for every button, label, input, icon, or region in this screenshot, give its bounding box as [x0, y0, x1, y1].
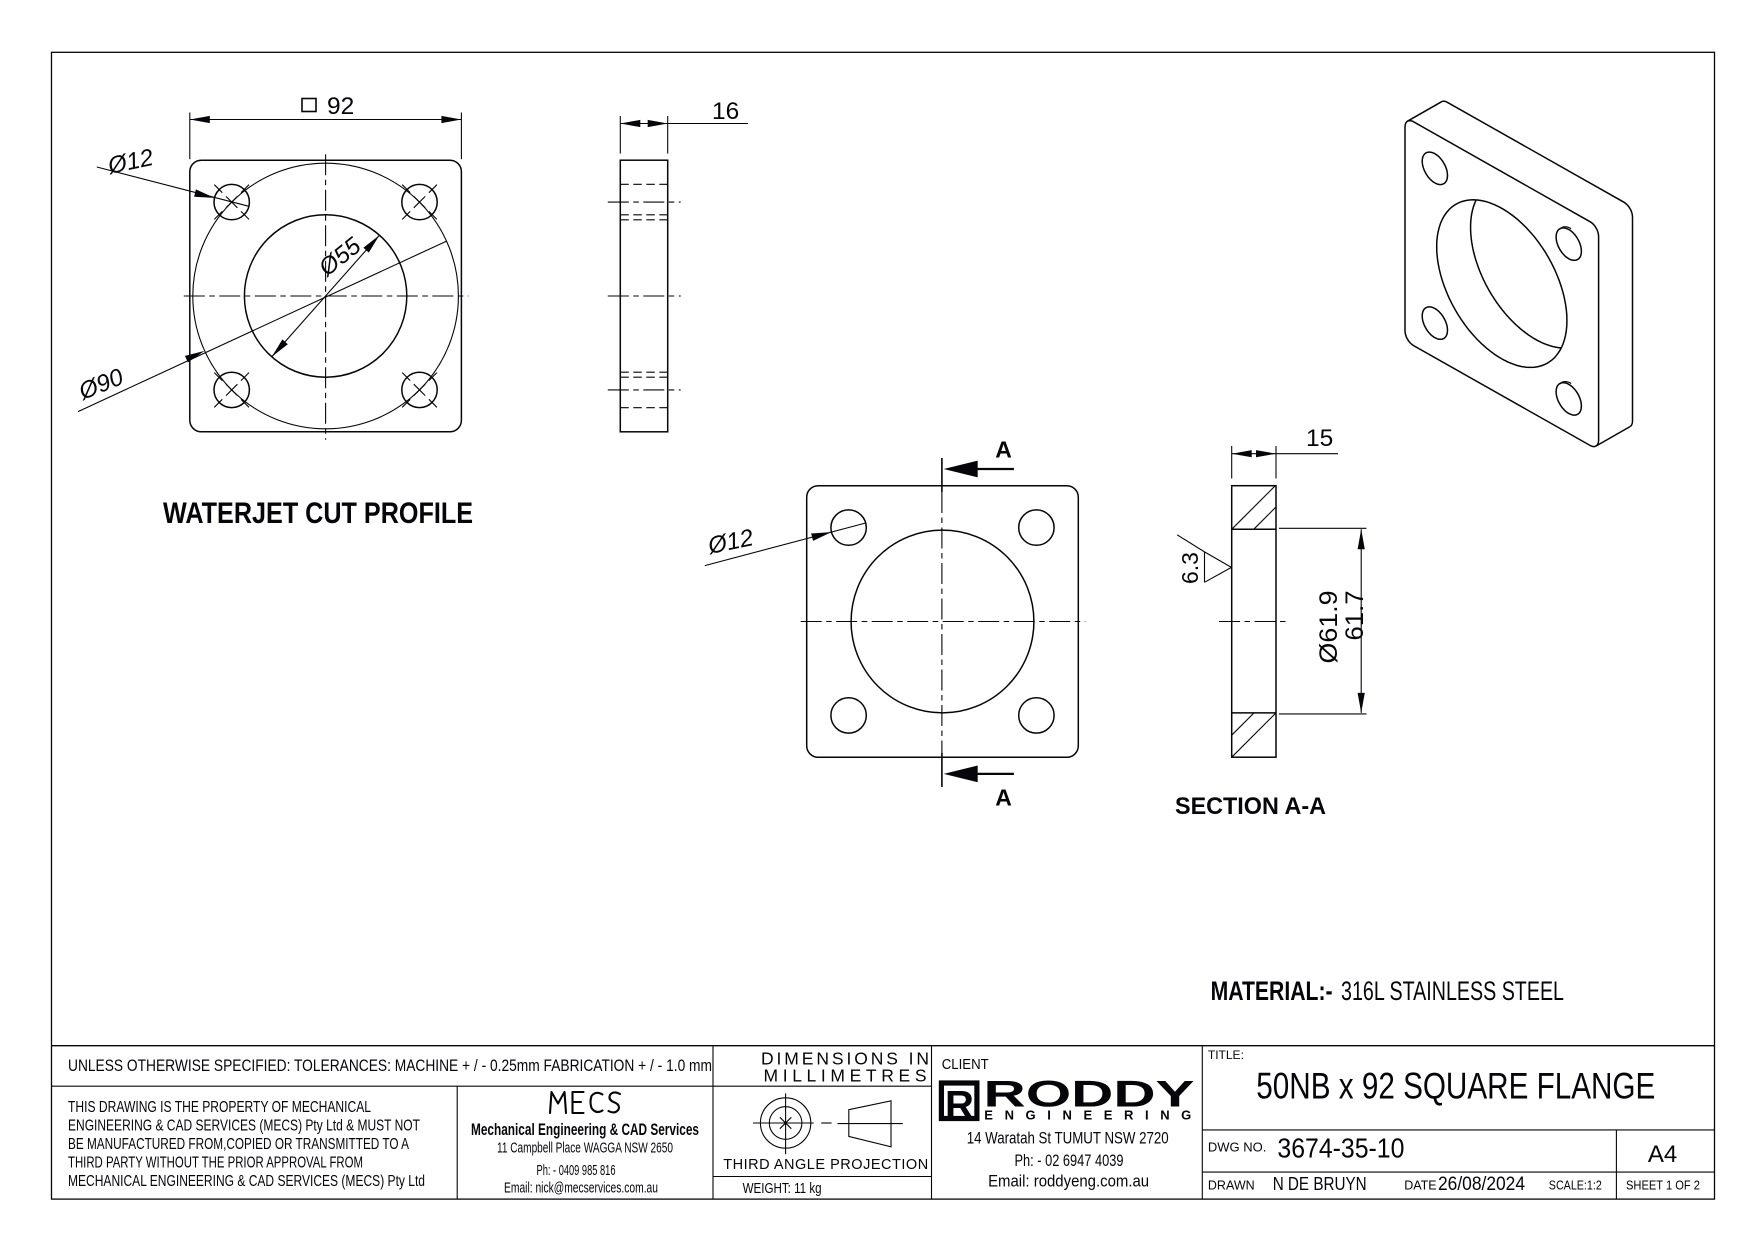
- svg-text:THIS DRAWING IS THE PROPERTY O: THIS DRAWING IS THE PROPERTY OF MECHANIC…: [68, 1099, 371, 1116]
- svg-text:WATERJET CUT PROFILE: WATERJET CUT PROFILE: [163, 497, 473, 530]
- svg-text:3674-35-10: 3674-35-10: [1277, 1132, 1404, 1163]
- svg-text:Ph: - 02 6947 4039: Ph: - 02 6947 4039: [1015, 1151, 1124, 1170]
- svg-text:15: 15: [1306, 425, 1333, 452]
- svg-text:MATERIAL:-: MATERIAL:-: [1211, 976, 1333, 1006]
- svg-text:MECHANICAL ENGINEERING & CAD S: MECHANICAL ENGINEERING & CAD SERVICES (M…: [68, 1173, 425, 1190]
- svg-text:16: 16: [712, 98, 739, 125]
- svg-text:DWG NO.: DWG NO.: [1208, 1140, 1267, 1155]
- svg-text:N DE BRUYN: N DE BRUYN: [1273, 1173, 1367, 1194]
- svg-text:Ø90: Ø90: [74, 363, 128, 406]
- svg-text:61.7: 61.7: [1341, 591, 1369, 641]
- svg-text:14 Waratah St TUMUT NSW 2720: 14 Waratah St TUMUT NSW 2720: [967, 1129, 1169, 1148]
- svg-text:Ø12: Ø12: [105, 144, 156, 180]
- svg-text:WEIGHT: 11 kg: WEIGHT: 11 kg: [743, 1181, 822, 1197]
- svg-text:92: 92: [327, 93, 354, 120]
- svg-text:Ø55: Ø55: [313, 232, 367, 282]
- svg-text:THIRD PARTY WITHOUT THE PRIOR: THIRD PARTY WITHOUT THE PRIOR APPROVAL F…: [68, 1155, 363, 1172]
- svg-text:A4: A4: [1648, 1141, 1677, 1168]
- svg-text:A: A: [995, 784, 1012, 810]
- svg-text:Email: roddyeng.com.au: Email: roddyeng.com.au: [988, 1172, 1149, 1191]
- svg-text:Email: nick@mecservices.com.au: Email: nick@mecservices.com.au: [504, 1180, 658, 1197]
- svg-text:Mechanical Engineering & CAD S: Mechanical Engineering & CAD Services: [471, 1120, 699, 1139]
- svg-text:Ph: - 0409 985 816: Ph: - 0409 985 816: [537, 1162, 616, 1179]
- svg-text:BE MANUFACTURED FROM,COPIED OR: BE MANUFACTURED FROM,COPIED OR TRANSMITT…: [68, 1136, 409, 1153]
- svg-text:THIRD ANGLE PROJECTION: THIRD ANGLE PROJECTION: [723, 1157, 928, 1173]
- svg-text:SCALE:1:2: SCALE:1:2: [1549, 1177, 1602, 1192]
- svg-text:50NB x 92 SQUARE FLANGE: 50NB x 92 SQUARE FLANGE: [1256, 1066, 1655, 1107]
- svg-text:26/08/2024: 26/08/2024: [1438, 1174, 1525, 1195]
- svg-text:DRAWN: DRAWN: [1208, 1178, 1255, 1192]
- svg-text:CLIENT: CLIENT: [942, 1056, 989, 1073]
- svg-text:RODDY: RODDY: [984, 1074, 1195, 1115]
- svg-text:DATE: DATE: [1404, 1178, 1436, 1192]
- svg-text:R: R: [945, 1084, 974, 1128]
- svg-text:SHEET 1 OF 2: SHEET 1 OF 2: [1626, 1177, 1700, 1192]
- svg-text:Ø61.9: Ø61.9: [1315, 591, 1343, 664]
- svg-text:TITLE:: TITLE:: [1208, 1048, 1244, 1062]
- svg-text:SECTION A-A: SECTION A-A: [1175, 793, 1326, 820]
- svg-text:ENGINEERING & CAD SERVICES (ME: ENGINEERING & CAD SERVICES (MECS) Pty Lt…: [68, 1118, 420, 1135]
- svg-text:UNLESS OTHERWISE SPECIFIED: TO: UNLESS OTHERWISE SPECIFIED: TOLERANCES: …: [68, 1056, 712, 1075]
- svg-text:11 Campbell Place WAGGA NSW 26: 11 Campbell Place WAGGA NSW 2650: [497, 1140, 673, 1157]
- svg-text:316L STAINLESS STEEL: 316L STAINLESS STEEL: [1341, 976, 1564, 1006]
- svg-text:A: A: [995, 437, 1012, 463]
- svg-text:MILLIMETRES: MILLIMETRES: [764, 1066, 927, 1086]
- svg-text:6.3: 6.3: [1177, 552, 1203, 584]
